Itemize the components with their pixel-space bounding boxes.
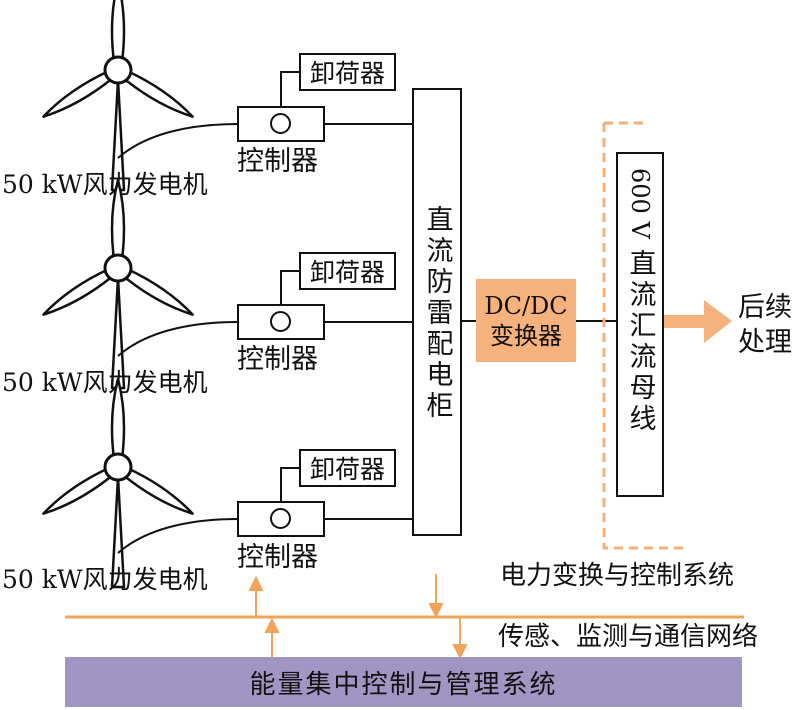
dump-load-box-3: 卸荷器: [299, 449, 396, 487]
management-system-label: 能量集中控制与管理系统: [249, 669, 558, 700]
dc-distribution-cabinet: 直流防雷配电柜: [412, 88, 462, 536]
controller-label-2: 控制器: [237, 344, 318, 375]
power-system-boundary: [602, 121, 683, 550]
turbine-name: 风力发电机: [82, 170, 208, 199]
turbine-cable-1: [117, 123, 239, 159]
wind-turbine-icon-2: [38, 178, 198, 390]
post-processing-label: 后续 处理: [738, 290, 792, 360]
controller-label-3: 控制器: [237, 542, 318, 573]
management-system-box: 能量集中控制与管理系统: [65, 657, 742, 707]
converter-label: 变换器: [490, 321, 562, 350]
turbine-power: 50 kW: [2, 368, 83, 397]
output-arrow: [664, 315, 706, 328]
turbine-label-2: 50 kW风力发电机: [2, 370, 208, 395]
turbine-power: 50 kW: [2, 170, 83, 199]
cabinet-label: 直流防雷配电柜: [421, 205, 453, 422]
turbine-power: 50 kW: [2, 565, 83, 594]
controller-box-1: [237, 106, 325, 142]
network-label: 传感、监测与通信网络: [498, 622, 759, 652]
bus-label: 直流汇流母线: [624, 248, 656, 435]
controller-knob-icon: [270, 311, 291, 332]
bus-voltage: 600 V: [626, 168, 654, 239]
post-processing-line1: 后续: [738, 292, 792, 323]
controller-knob-icon: [270, 508, 291, 529]
turbine-cable-3: [117, 518, 239, 554]
converter-type: DC/DC: [484, 291, 568, 320]
turbine-name: 风力发电机: [82, 565, 208, 594]
dump-load-label: 卸荷器: [309, 258, 385, 287]
power-system-label: 电力变换与控制系统: [500, 561, 735, 591]
turbine-label-3: 50 kW风力发电机: [2, 567, 208, 592]
controller-box-2: [237, 304, 325, 340]
wind-turbine-icon-3: [38, 377, 198, 589]
turbine-name: 风力发电机: [82, 368, 208, 397]
wind-turbine-icon-1: [38, 0, 198, 192]
controller-label-1: 控制器: [237, 146, 318, 177]
dcdc-converter: DC/DC 变换器: [476, 279, 576, 362]
controller-box-3: [237, 501, 325, 537]
dump-load-label: 卸荷器: [309, 59, 385, 88]
turbine-label-1: 50 kW风力发电机: [2, 172, 208, 197]
dc-bus-bar: 600 V 直流汇流母线: [616, 152, 664, 497]
controller-knob-icon: [270, 113, 291, 134]
dump-load-box-1: 卸荷器: [299, 53, 396, 91]
turbine-cable-2: [117, 321, 239, 357]
post-processing-line2: 处理: [738, 327, 792, 359]
dump-load-box-2: 卸荷器: [299, 252, 396, 290]
dump-load-label: 卸荷器: [309, 455, 385, 484]
